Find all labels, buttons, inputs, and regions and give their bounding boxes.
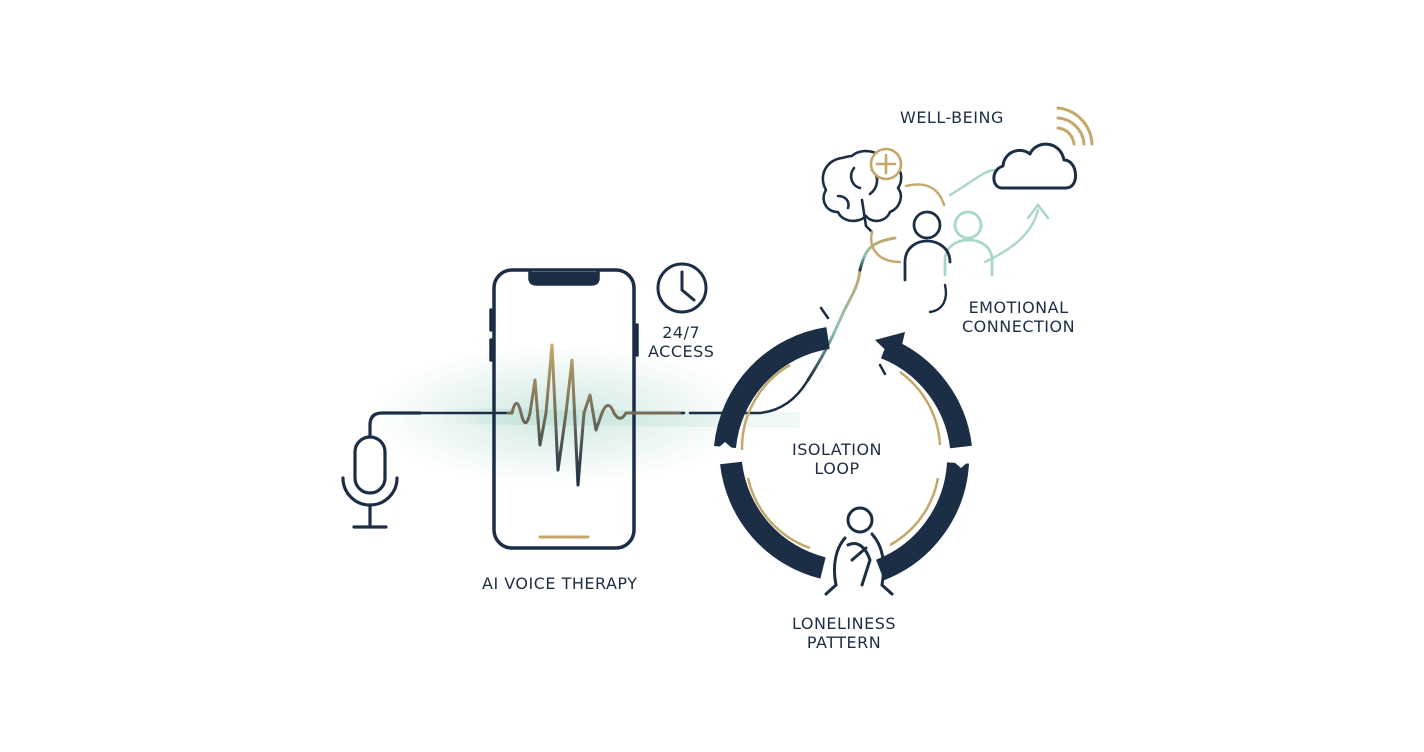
people-icon (903, 210, 994, 282)
soundwave-icon (506, 343, 684, 487)
rising-path (806, 236, 897, 382)
well-being-label: WELL-BEING (900, 108, 1004, 127)
access-label: 24/7 ACCESS (648, 323, 715, 361)
connector-line (680, 378, 810, 415)
seated-person-icon (824, 506, 894, 596)
smartphone-icon (489, 268, 639, 550)
connection-arcs (870, 168, 1050, 314)
cloud-icon (992, 142, 1077, 190)
signal-icon (1056, 106, 1094, 146)
emotional-connection-label: EMOTIONAL CONNECTION (962, 298, 1076, 336)
loneliness-pattern-label: LONELINESS PATTERN (792, 614, 897, 652)
clock-icon (656, 262, 708, 314)
ai-voice-therapy-label: AI VOICE THERAPY (482, 574, 638, 593)
isolation-loop-label: ISOLATION LOOP (792, 440, 883, 478)
plus-icon (869, 147, 903, 181)
cycle-arrows-icon (710, 306, 976, 581)
microphone-icon (341, 411, 422, 529)
